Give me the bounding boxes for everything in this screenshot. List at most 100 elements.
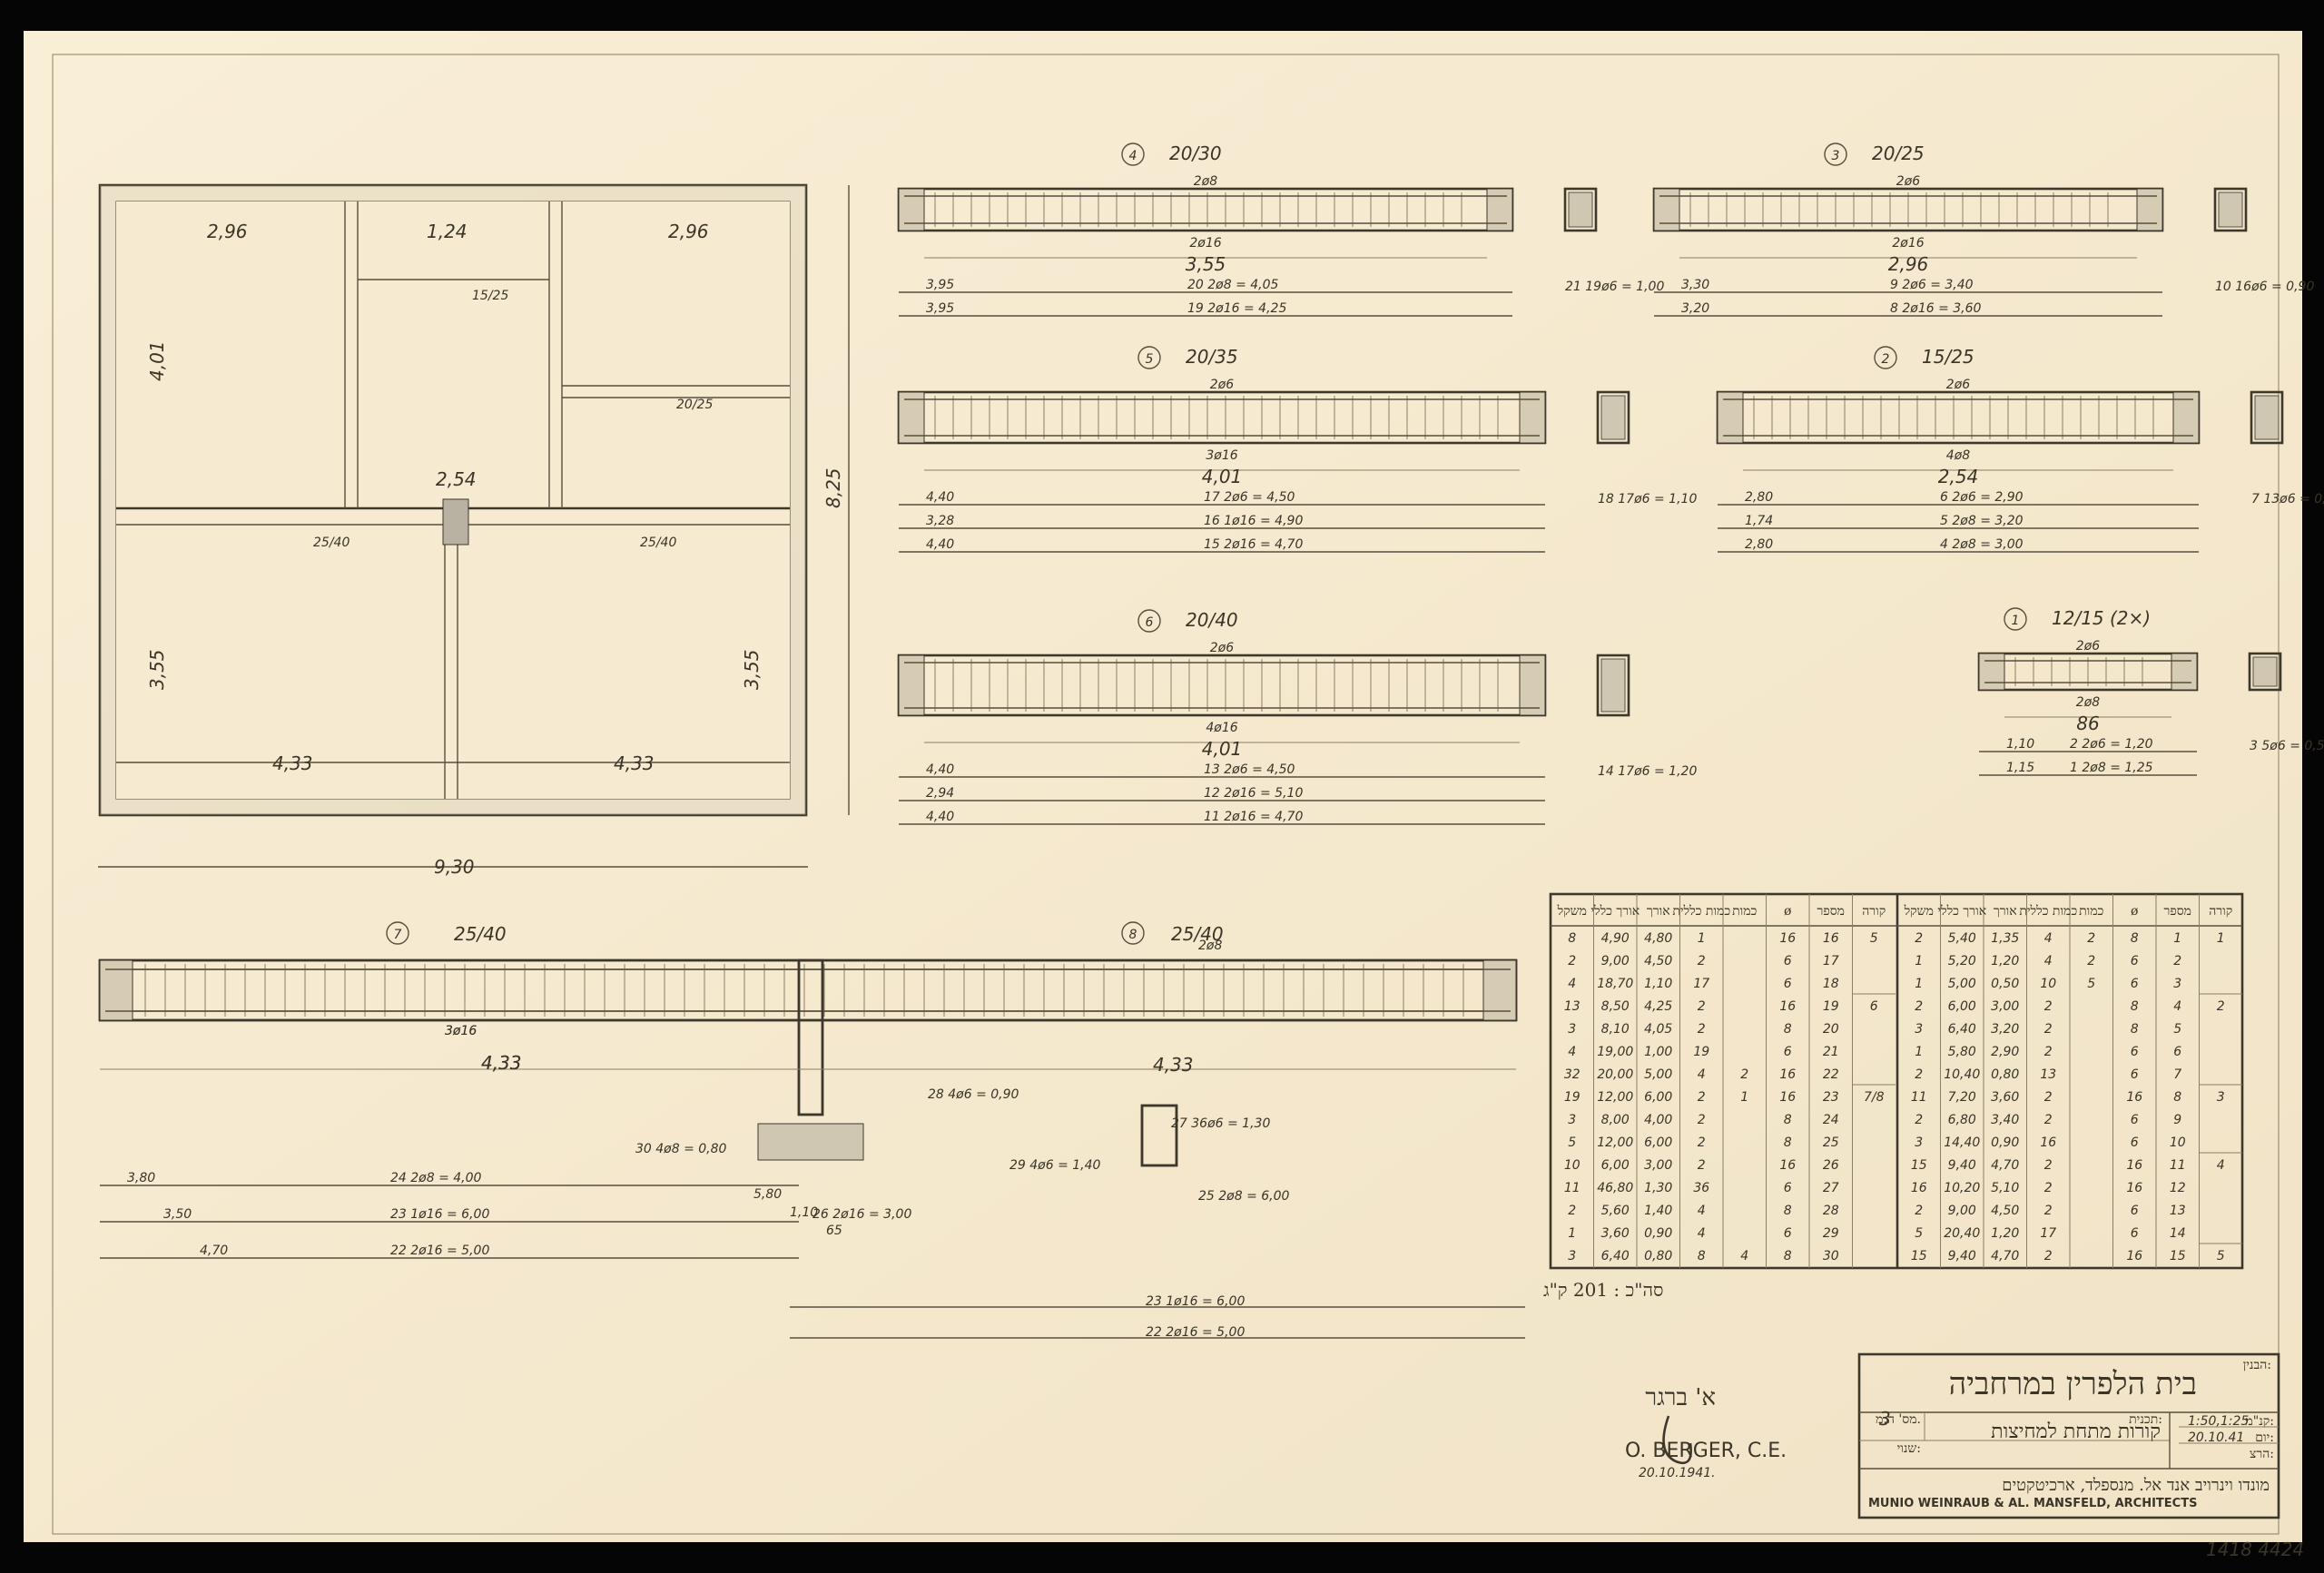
plan-dim-top-2: 1,24 xyxy=(427,221,468,242)
beam-mark-1 xyxy=(2004,607,2027,631)
beam-3-bar-1: 8 2ø16 = 3,60 xyxy=(1890,301,1982,316)
schedule-cell: 12,00 xyxy=(1597,1090,1633,1105)
beam-7-bar-2: 22 2ø16 = 5,00 xyxy=(390,1244,489,1258)
schedule-cell: 6,00 xyxy=(1948,999,1976,1014)
beam-2-stirrups: 7 13ø6 = 0,80 xyxy=(2251,492,2324,506)
beam-8-bar-3: 27 36ø6 = 1,30 xyxy=(1171,1116,1270,1131)
schedule-cell: 8 xyxy=(1784,1022,1792,1037)
schedule-cell: 9,00 xyxy=(1948,1204,1976,1218)
beam-mark-7-text: 7 xyxy=(394,928,402,942)
schedule-cell: 15 xyxy=(1911,1249,1927,1263)
schedule-cell: 5,40 xyxy=(1948,931,1976,946)
beam-section-1: 12/15 (2×) xyxy=(2052,607,2151,629)
schedule-cell: 6,80 xyxy=(1948,1113,1976,1127)
field-building: הבנין: xyxy=(2243,1358,2271,1372)
architects-hebrew: מונדו וינרויב אנד אל. מנספלד, ארכיטקטים xyxy=(2002,1476,2270,1495)
beam-top-bar-3: 2ø6 xyxy=(1896,174,1920,189)
schedule-cell: 1,10 xyxy=(1644,977,1672,991)
schedule-cell: 2 xyxy=(2044,1158,2053,1173)
beam-5-bar-0: 17 2ø6 = 4,50 xyxy=(1204,490,1295,505)
schedule-cell: 1,30 xyxy=(1644,1181,1672,1195)
schedule-cell: 3,40 xyxy=(1991,1113,2019,1127)
beam-5-bar-2: 15 2ø16 = 4,70 xyxy=(1204,537,1303,552)
schedule-cell: 5 xyxy=(2217,1249,2225,1263)
schedule-header-0-1: מספר xyxy=(2164,904,2191,919)
beam-mark-1-text: 1 xyxy=(2012,614,2020,628)
schedule-cell: 20,00 xyxy=(1597,1067,1633,1082)
schedule-cell: 9,40 xyxy=(1948,1158,1976,1173)
schedule-cell: 2 xyxy=(1698,1090,1706,1105)
plan-dim-bottom-2: 4,33 xyxy=(614,752,655,774)
beam-span-7-6: 4,33 xyxy=(481,1052,522,1074)
schedule-cell: 4,50 xyxy=(1644,954,1672,968)
plan-dim-left-2: 3,55 xyxy=(146,649,168,690)
schedule-cell: 13 xyxy=(2040,1067,2056,1082)
beam-1-stirrups: 3 5ø6 = 0,50 xyxy=(2250,739,2324,753)
beam-bottom-bar-4: 2ø16 xyxy=(1189,236,1221,251)
beam-span-4: 3,55 xyxy=(1186,253,1226,275)
schedule-cell: 2 xyxy=(1568,1204,1576,1218)
beam-mark-5 xyxy=(1137,346,1161,369)
schedule-cell: 11 xyxy=(1564,1181,1581,1195)
schedule-cell: 3 xyxy=(2173,977,2181,991)
schedule-cell: 6 xyxy=(2131,1226,2139,1241)
plan-dimensions: 9,30 8,25 2,96 1,24 2,96 2,54 4,01 3,55 … xyxy=(146,221,844,878)
schedule-header-0-6: אורך כללי xyxy=(1937,904,1986,919)
beam-6-bar-2: 11 2ø16 = 4,70 xyxy=(1204,810,1303,824)
beam-8-bar-1: 26 2ø16 = 3,00 xyxy=(812,1207,911,1222)
schedule-cell: 8 xyxy=(2131,999,2139,1014)
beam-3-rebar-len-0: 3,30 xyxy=(1681,278,1709,292)
schedule-cell: 4 xyxy=(2217,1158,2225,1173)
signature-scribble xyxy=(1662,1415,1692,1465)
beam-1-bar-0: 2 2ø6 = 1,20 xyxy=(2070,737,2153,752)
schedule-cell: 5 xyxy=(1568,1136,1576,1150)
schedule-cell: 3 xyxy=(1915,1022,1923,1037)
beam-section-5: 20/35 xyxy=(1186,346,1238,368)
beam-mark-5-text: 5 xyxy=(1146,352,1154,367)
schedule-cell: 5 xyxy=(1915,1226,1923,1241)
schedule-cell: 5,20 xyxy=(1948,954,1976,968)
schedule-cell: 2 xyxy=(2044,999,2053,1014)
beam-top-bar-6: 2ø6 xyxy=(1210,641,1234,655)
beam-6-rebar-len-2: 4,40 xyxy=(926,810,954,824)
beam-top-bar-1: 2ø6 xyxy=(2076,639,2100,654)
schedule-cell: 1 xyxy=(2173,931,2181,946)
schedule-cell: 13 xyxy=(1564,999,1581,1014)
schedule-cell: 46,80 xyxy=(1597,1181,1633,1195)
schedule-cell: 8 xyxy=(1784,1113,1792,1127)
beam-4-bar-1: 19 2ø16 = 4,25 xyxy=(1187,301,1286,316)
sheet-number: 3 xyxy=(1879,1408,1891,1430)
beam-2-bar-0: 6 2ø6 = 2,90 xyxy=(1940,490,2024,505)
beam-8-bar-0: 30 4ø8 = 0,80 xyxy=(635,1142,727,1156)
schedule-cell: 4 xyxy=(1740,1249,1748,1263)
schedule-cell: 6 xyxy=(1784,1045,1792,1059)
beam-mark-3 xyxy=(1824,143,1847,166)
schedule-cell: 3 xyxy=(1568,1249,1576,1263)
schedule-cell: 2 xyxy=(1915,1113,1923,1127)
beam-section-7: 25/40 xyxy=(454,923,507,945)
schedule-cell: 5 xyxy=(2173,1022,2181,1037)
beam-section-6: 20/40 xyxy=(1186,609,1238,631)
beam-3-bar-0: 9 2ø6 = 3,40 xyxy=(1890,278,1974,292)
schedule-header-0-2: ø xyxy=(2131,904,2138,919)
schedule-cell: 6 xyxy=(1784,954,1792,968)
field-no: מס' ה.מ. xyxy=(1876,1412,1921,1427)
schedule-cell: 6 xyxy=(2173,1045,2181,1059)
schedule-header-1-4: כמות כללית xyxy=(1672,904,1730,919)
schedule-cell: 6 xyxy=(1784,1181,1792,1195)
beam-span-1: 86 xyxy=(2076,713,2099,734)
beam-2-rebar-len-2: 2,80 xyxy=(1745,537,1773,552)
schedule-cell: 4,90 xyxy=(1601,931,1630,946)
plan-beam-label-1: 15/25 xyxy=(472,289,508,303)
field-date: יום: xyxy=(2255,1430,2274,1445)
schedule-cell: 7,20 xyxy=(1948,1090,1976,1105)
schedule-cell: 1 xyxy=(1568,1226,1576,1241)
schedule-cell: 5,10 xyxy=(1991,1181,2019,1195)
plan-beam-label-3: 25/40 xyxy=(313,536,350,550)
schedule-cell: 2 xyxy=(2044,1181,2053,1195)
plan-dim-left-1: 4,01 xyxy=(146,340,168,381)
corner-note: 1418 4424 xyxy=(2206,1539,2304,1560)
